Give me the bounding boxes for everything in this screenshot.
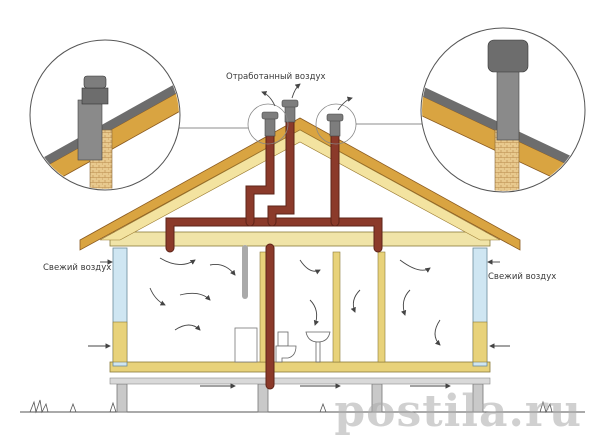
floor-slab — [109, 361, 491, 373]
sink-icon — [305, 331, 331, 363]
label-exhaust-air: Отработанный воздух — [226, 72, 326, 82]
walls — [112, 247, 488, 367]
ventilation-deflector-icon — [81, 87, 109, 105]
left-wall-lower — [112, 321, 128, 363]
partition-mid — [332, 251, 341, 363]
ventilation-ducts — [165, 115, 383, 390]
kitchen-counter — [234, 327, 258, 363]
ventilation-deflector-icon — [487, 39, 529, 73]
toilet-icon — [275, 331, 297, 363]
label-fresh-air-left: Свежий воздух — [43, 263, 112, 273]
grass-icon — [29, 399, 553, 414]
partition-right — [377, 251, 386, 363]
callout-lines — [172, 123, 428, 129]
detail-circle-right — [420, 27, 586, 193]
detail-circle-left — [29, 39, 181, 191]
ventilation-deflector-icon — [261, 99, 344, 137]
watermark: postila.ru — [334, 386, 582, 437]
right-wall-lower — [472, 321, 488, 363]
airflow-arrows — [88, 83, 510, 389]
roof — [79, 117, 521, 251]
subfloor — [109, 377, 491, 385]
label-fresh-air-right: Свежий воздух — [488, 272, 557, 282]
